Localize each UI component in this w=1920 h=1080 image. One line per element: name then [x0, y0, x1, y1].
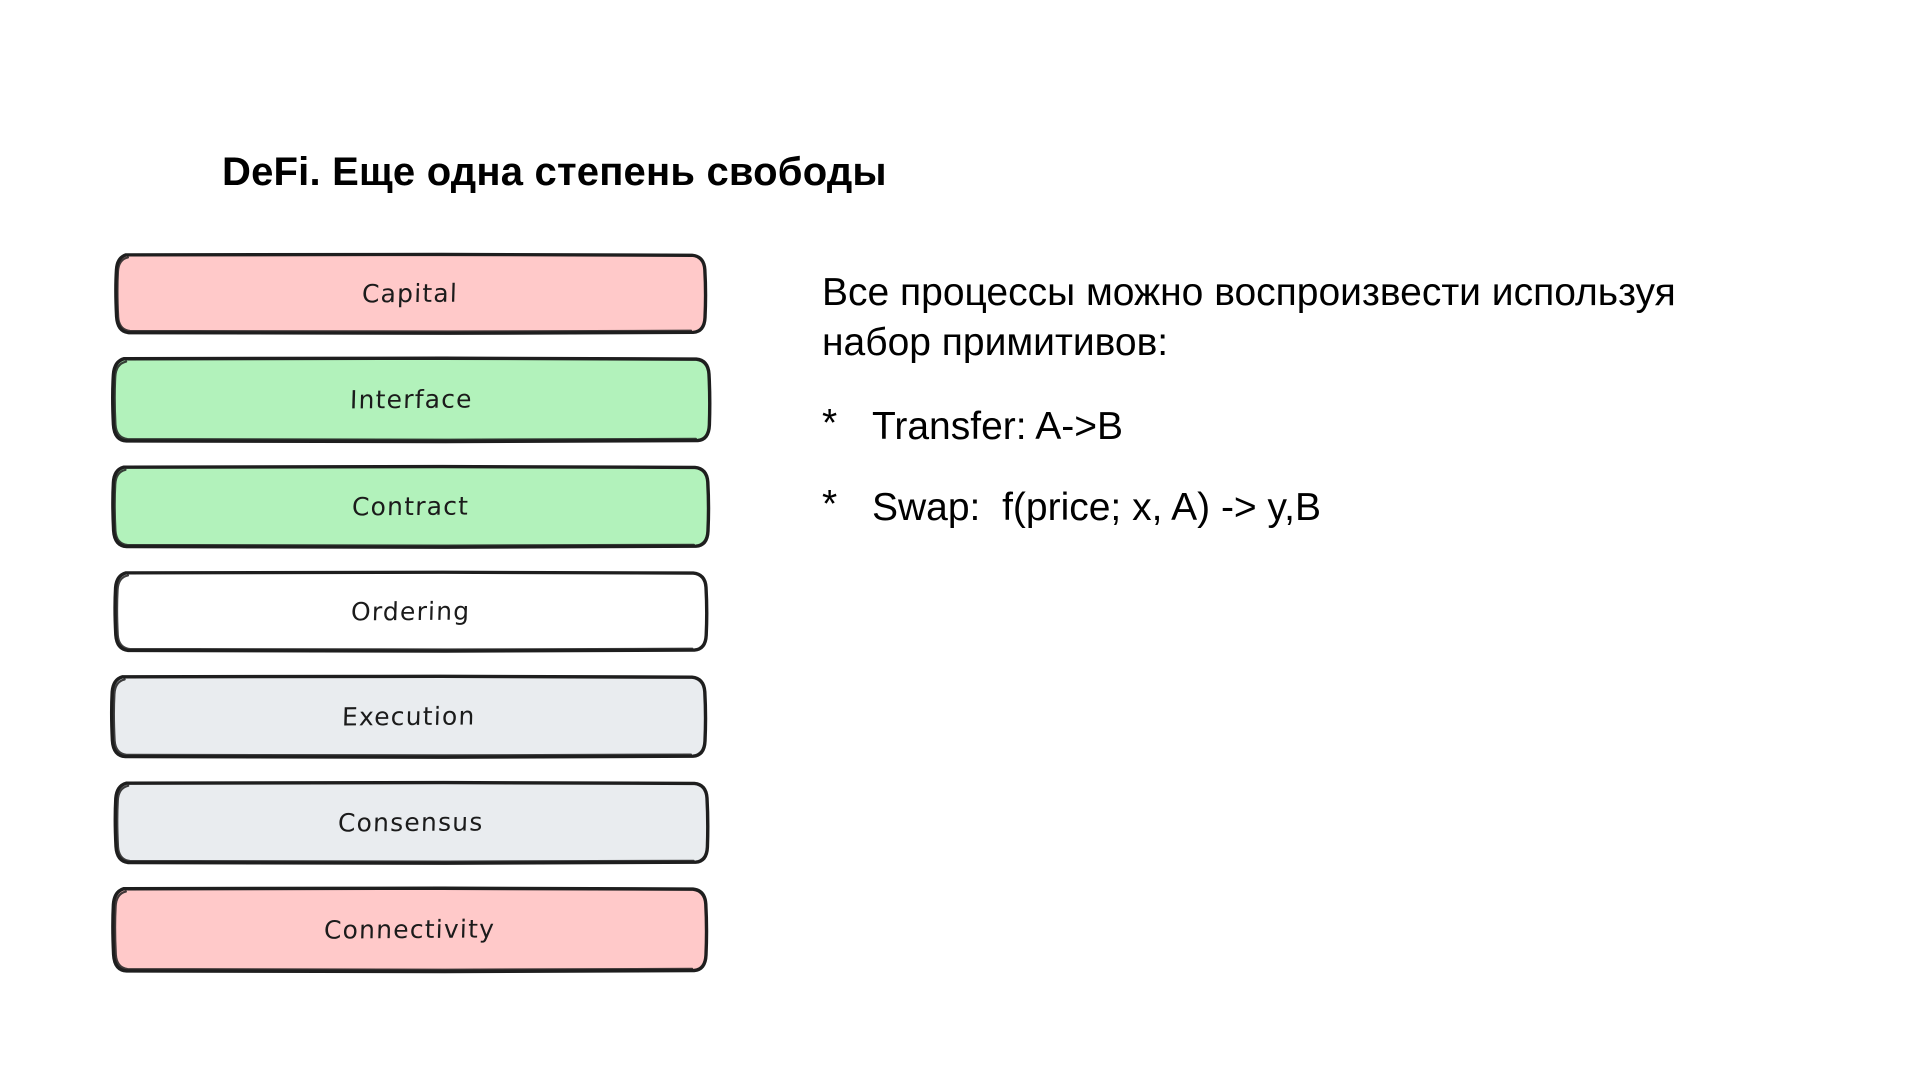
bullet-marker: *: [822, 401, 838, 445]
stack-layer-label: Connectivity: [323, 913, 496, 945]
content-column: Все процессы можно воспроизвести использ…: [822, 268, 1802, 563]
bullet-item-swap: * Swap: f(price; x, A) -> y,B: [822, 483, 1802, 534]
stack-layer-capital[interactable]: Capital: [112, 250, 709, 336]
stack-layer-consensus[interactable]: Consensus: [111, 778, 711, 866]
bullet-marker: *: [822, 482, 838, 526]
stack-layer-label: Consensus: [337, 806, 485, 838]
intro-paragraph: Все процессы можно воспроизвести использ…: [822, 271, 1676, 364]
defi-stack: Capital Interface Contract Ordering Exec…: [108, 250, 718, 974]
stack-layer-label: Contract: [351, 491, 470, 521]
page-title: DeFi. Еще одна степень свободы: [222, 150, 887, 194]
stack-layer-interface[interactable]: Interface: [109, 354, 713, 444]
bullet-text: Transfer: A->B: [872, 404, 1124, 448]
stack-layer-label: Capital: [362, 278, 459, 308]
stack-layer-ordering[interactable]: Ordering: [111, 568, 710, 654]
stack-layer-execution[interactable]: Execution: [108, 672, 709, 760]
stack-layer-label: Ordering: [350, 596, 471, 626]
stack-layer-label: Interface: [349, 384, 473, 414]
stack-layer-contract[interactable]: Contract: [109, 462, 712, 550]
stack-layer-connectivity[interactable]: Connectivity: [109, 884, 710, 974]
bullet-text: Swap: f(price; x, A) -> y,B: [872, 485, 1321, 529]
bullet-item-transfer: * Transfer: A->B: [822, 402, 1802, 453]
stack-layer-label: Execution: [341, 701, 476, 731]
